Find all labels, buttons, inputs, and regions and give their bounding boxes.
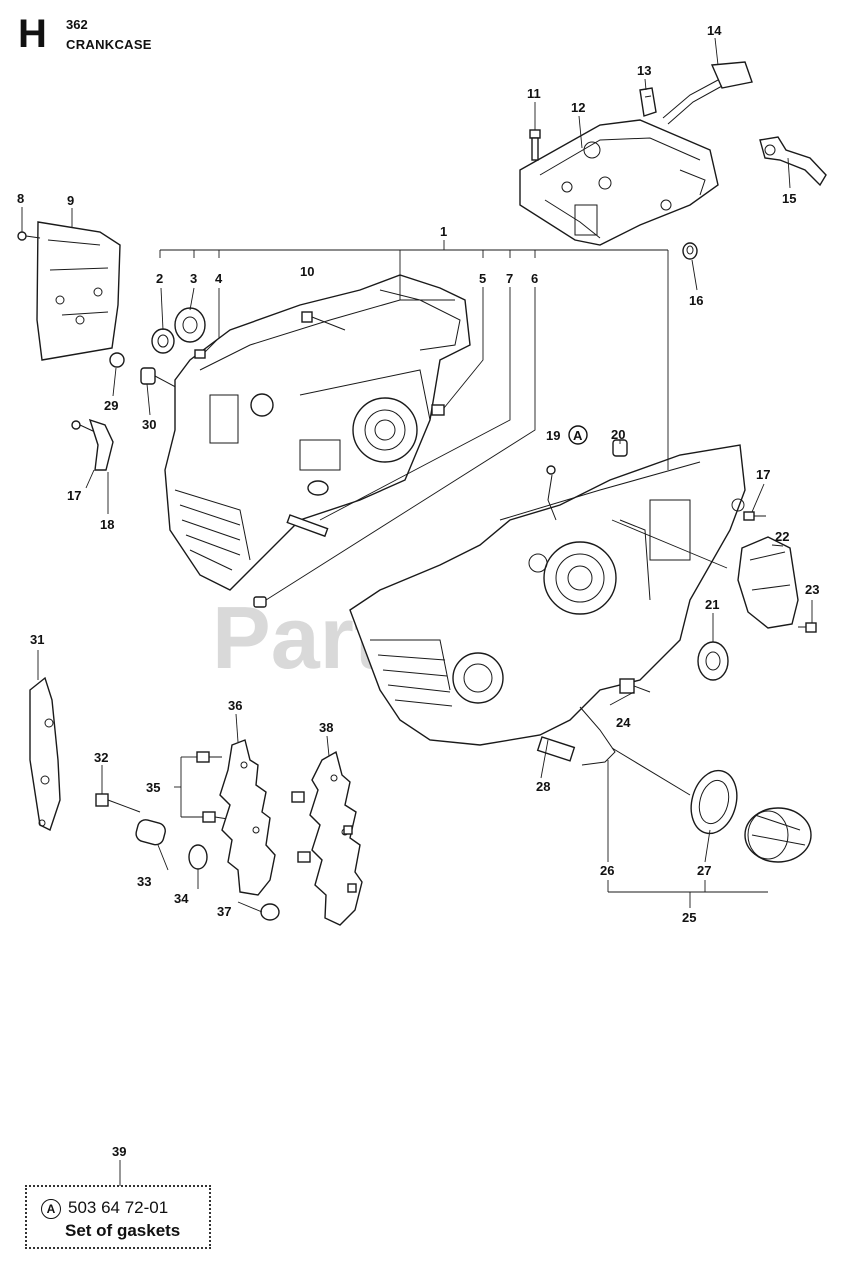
part-9-heat-shield[interactable] <box>36 221 121 361</box>
part-21-seal[interactable] <box>697 641 729 681</box>
part-37-nut[interactable] <box>260 903 280 921</box>
callout-5[interactable]: 5 <box>479 271 486 286</box>
kit-part-number: 503 64 72-01 <box>68 1198 169 1217</box>
kit-description: Set of gaskets <box>65 1221 181 1240</box>
callout-31[interactable]: 31 <box>30 632 44 647</box>
part-3-seal[interactable] <box>174 307 206 343</box>
part-2-bearing[interactable] <box>151 328 175 354</box>
callout-6[interactable]: 6 <box>531 271 538 286</box>
callout-33[interactable]: 33 <box>137 874 151 889</box>
callout-labels: 1 2 3 4 5 6 7 8 9 10 11 12 13 14 15 16 1… <box>17 23 819 1159</box>
part-23-screw[interactable] <box>798 622 817 633</box>
part-18-clip[interactable] <box>88 418 114 471</box>
callout-36[interactable]: 36 <box>228 698 242 713</box>
callout-16[interactable]: 16 <box>689 293 703 308</box>
part-22-cover[interactable] <box>737 536 799 629</box>
part-38-bumper-spike[interactable] <box>309 750 363 926</box>
callout-11[interactable]: 11 <box>527 86 541 101</box>
callout-22[interactable]: 22 <box>775 529 789 544</box>
callout-20[interactable]: 20 <box>611 427 625 442</box>
callout-32[interactable]: 32 <box>94 750 108 765</box>
part-12-bracket[interactable] <box>519 119 719 246</box>
callout-14[interactable]: 14 <box>707 23 722 38</box>
callout-8[interactable]: 8 <box>17 191 24 206</box>
callout-13[interactable]: 13 <box>637 63 651 78</box>
gasket-kit-box[interactable]: A 503 64 72-01 Set of gaskets <box>25 1185 211 1249</box>
callout-28[interactable]: 28 <box>536 779 550 794</box>
part-38-screws[interactable] <box>291 791 357 893</box>
callout-2[interactable]: 2 <box>156 271 163 286</box>
diagram-title: CRANKCASE <box>66 37 152 52</box>
callout-10[interactable]: 10 <box>300 264 314 279</box>
callout-34[interactable]: 34 <box>174 891 189 906</box>
part-5-screw[interactable] <box>431 404 445 416</box>
callout-9[interactable]: 9 <box>67 193 74 208</box>
part-17-screw-right[interactable] <box>743 511 766 521</box>
callout-29[interactable]: 29 <box>104 398 118 413</box>
part-8-screw[interactable] <box>17 231 41 241</box>
part-32-bolt[interactable] <box>95 793 141 813</box>
callout-23[interactable]: 23 <box>805 582 819 597</box>
callout-7[interactable]: 7 <box>506 271 513 286</box>
kit-badge: A <box>41 1199 61 1219</box>
part-11-screw[interactable] <box>529 129 541 161</box>
callout-3[interactable]: 3 <box>190 271 197 286</box>
part-31-plate[interactable] <box>29 676 61 831</box>
part-4-pin[interactable] <box>194 349 206 359</box>
part-34-washer[interactable] <box>188 844 208 870</box>
callout-21[interactable]: 21 <box>705 597 719 612</box>
callout-4[interactable]: 4 <box>215 271 223 286</box>
part-10-screw[interactable] <box>301 311 346 331</box>
part-19-fitting[interactable] <box>546 465 557 521</box>
part-17-screw-left[interactable] <box>71 420 96 433</box>
callout-27[interactable]: 27 <box>697 863 711 878</box>
leader-lines <box>21 37 813 1186</box>
callout-15[interactable]: 15 <box>782 191 796 206</box>
callout-19-badge: A <box>573 428 583 443</box>
part-27-ring[interactable] <box>684 765 743 838</box>
part-29-nut[interactable] <box>109 352 125 368</box>
part-25-cap[interactable] <box>744 807 812 863</box>
callout-37[interactable]: 37 <box>217 904 231 919</box>
callout-24[interactable]: 24 <box>616 715 631 730</box>
callout-19[interactable]: 19 <box>546 428 560 443</box>
part-13-clip[interactable] <box>639 87 657 117</box>
callout-25[interactable]: 25 <box>682 910 696 925</box>
part-30-stud[interactable] <box>140 367 186 393</box>
part-24-screw[interactable] <box>619 678 651 694</box>
part-36-bumper-spike[interactable] <box>219 739 276 896</box>
callout-35[interactable]: 35 <box>146 780 160 795</box>
part-35-screw-lower[interactable] <box>202 811 229 823</box>
callout-30[interactable]: 30 <box>142 417 156 432</box>
callout-17-right[interactable]: 17 <box>756 467 770 482</box>
callout-1[interactable]: 1 <box>440 224 447 239</box>
callout-17-left[interactable]: 17 <box>67 488 81 503</box>
callout-39[interactable]: 39 <box>112 1144 126 1159</box>
part-14-connector[interactable] <box>662 61 753 125</box>
callout-18[interactable]: 18 <box>100 517 114 532</box>
section-letter: H <box>18 12 47 56</box>
part-28-sleeve[interactable] <box>536 736 576 762</box>
callout-12[interactable]: 12 <box>571 100 585 115</box>
crankcase-left-half[interactable] <box>164 274 471 591</box>
callout-26[interactable]: 26 <box>600 863 614 878</box>
part-7-stud[interactable] <box>286 514 329 538</box>
part-33-spacer[interactable] <box>134 818 167 846</box>
callout-19-badge-ring <box>568 425 588 445</box>
part-16-bushing[interactable] <box>682 242 698 260</box>
part-35-screw-upper[interactable] <box>196 751 222 763</box>
part-26-cable[interactable] <box>579 706 691 796</box>
model-number: 362 <box>66 17 88 32</box>
callout-38[interactable]: 38 <box>319 720 333 735</box>
part-6-pin[interactable] <box>253 596 267 608</box>
part-15-lever[interactable] <box>759 136 827 187</box>
crankcase-right-half[interactable] <box>349 444 746 746</box>
